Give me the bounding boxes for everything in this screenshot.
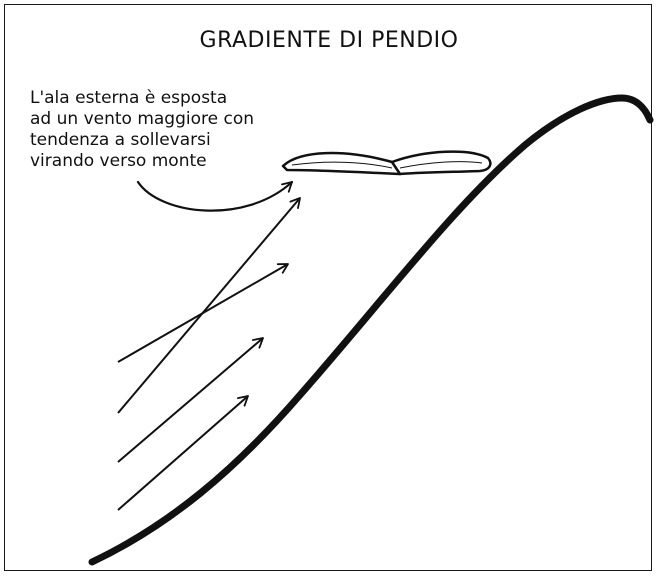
wind-arrow-4	[117, 395, 249, 511]
hill-slope	[88, 94, 654, 566]
wind-arrow-2	[117, 263, 289, 363]
caption-line-1: L'ala esterna è esposta	[30, 88, 228, 108]
caption-line-2: ad un vento maggiore con	[30, 109, 255, 129]
wing-caption: L'ala esterna è esposta ad un vento magg…	[30, 88, 254, 172]
glider-wing	[281, 150, 492, 176]
caption-line-3: tendenza a sollevarsi	[30, 130, 211, 150]
diagram-frame	[4, 4, 652, 571]
wind-arrow-3	[117, 337, 264, 463]
wind-arrow-1	[117, 197, 301, 414]
caption-line-4: virando verso monte	[30, 151, 207, 171]
diagram-title: GRADIENTE DI PENDIO	[199, 28, 459, 53]
caption-pointer-arrow	[136, 180, 294, 212]
